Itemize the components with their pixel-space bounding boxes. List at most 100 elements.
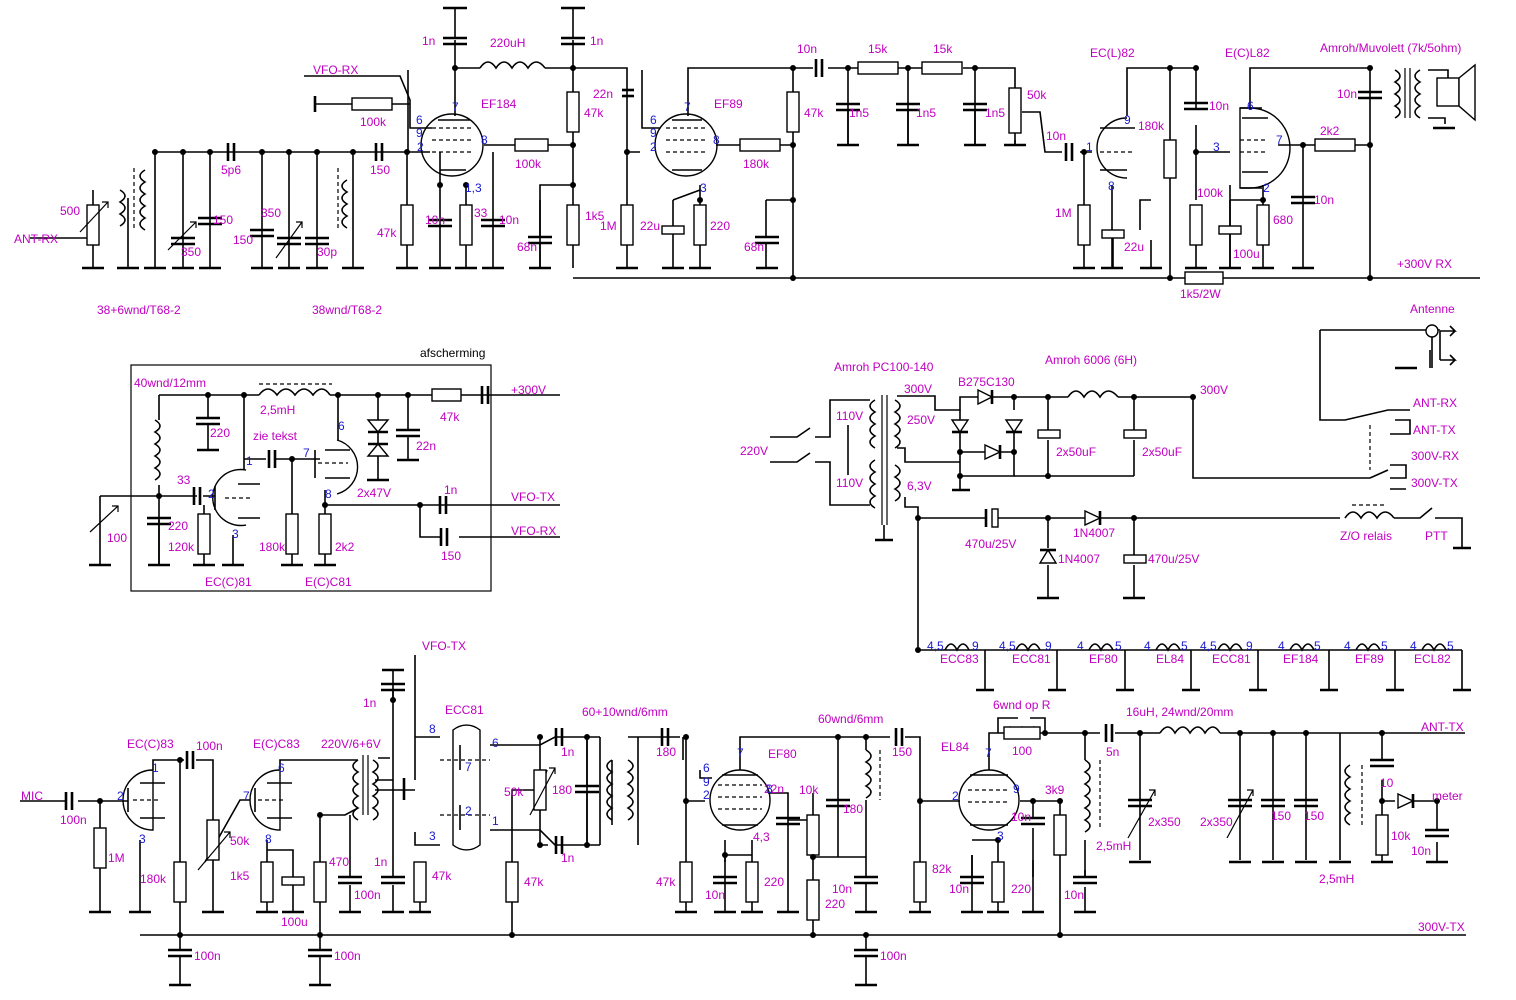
label-c22u-b: 22u: [1124, 240, 1144, 254]
label-r82k: 82k: [932, 862, 952, 876]
label-r680: 680: [1273, 213, 1293, 227]
label-r1k5-2w: 1k5/2W: [1180, 287, 1221, 301]
label-c10n-g: 10n: [1314, 193, 1334, 207]
label-ef89-a: EF89: [714, 97, 743, 111]
pin-number: 8: [481, 133, 488, 147]
label-c1n5-b: 1n5: [916, 106, 936, 120]
label-v220: 220V: [740, 444, 768, 458]
label-c2x350-a: 2x350: [1148, 815, 1181, 829]
pin-number: 4,5: [1200, 639, 1217, 653]
label-r3k9: 3k9: [1045, 783, 1065, 797]
pin-number: 2: [465, 804, 472, 818]
label-ecc81-tx: ECC81: [445, 703, 484, 717]
label-c2x47v: 2x47V: [357, 486, 391, 500]
label-ant-rx-out: ANT-RX: [1413, 396, 1457, 410]
label-r2k2-a: 2k2: [1320, 124, 1340, 138]
pin-number: 2: [1263, 181, 1270, 195]
label-meter: meter: [1432, 789, 1463, 803]
pin-number: 8: [766, 782, 773, 796]
label-c1n5-a: 1n5: [849, 106, 869, 120]
pin-number: 2: [952, 789, 959, 803]
pin-number: 4,5: [927, 639, 944, 653]
label-c2x50uf-b: 2x50uF: [1142, 445, 1182, 459]
pin-number: 4,5: [999, 639, 1016, 653]
pin-number: 1: [1086, 140, 1093, 154]
label-c180-c: 180: [843, 802, 863, 816]
pin-number: 3: [429, 829, 436, 843]
label-c470u-a: 470u/25V: [965, 537, 1016, 551]
label-r180k-a: 180k: [743, 157, 770, 171]
label-l16uh: 16uH, 24wnd/20mm: [1126, 705, 1233, 719]
label-p50k-a: 50k: [1027, 88, 1047, 102]
label-r100k-c: 100k: [1197, 186, 1224, 200]
label-vfo-tx-in: VFO-TX: [422, 639, 466, 653]
label-r220-b: 220: [764, 875, 784, 889]
label-v6-3: 6,3V: [907, 479, 932, 493]
pin-number: 5: [1115, 639, 1122, 653]
label-amroh-6006: Amroh 6006 (6H): [1045, 353, 1137, 367]
pin-number: 1: [492, 814, 499, 828]
pin-number: 8: [1108, 179, 1115, 193]
label-c68n-b: 68n: [744, 240, 764, 254]
label-r1m-b: 1M: [1055, 206, 1072, 220]
label-r100-a: 100: [1012, 744, 1032, 758]
label-heater-ecl82: ECL82: [1414, 652, 1451, 666]
label-p50k-c: 50k: [230, 834, 250, 848]
label-c10n-b: 10n: [1209, 99, 1229, 113]
label-antenne: Antenne: [1410, 302, 1455, 316]
label-v300-a: 300V: [904, 382, 932, 396]
label-c10n-i: 10n: [1411, 844, 1431, 858]
label-r1m-c: 1M: [108, 851, 125, 865]
label-ecc83-b: E(C)C83: [253, 737, 300, 751]
pin-number: 7: [452, 100, 459, 114]
vfo-section: [89, 364, 560, 592]
label-c150-a: 150: [213, 213, 233, 227]
label-c350-a: 350: [181, 245, 201, 259]
label-b300v-rx: +300V RX: [1397, 257, 1452, 271]
label-amroh-pc: Amroh PC100-140: [834, 360, 934, 374]
label-coil-b: 38wnd/T68-2: [312, 303, 382, 317]
label-ecc81-osc: EC(C)81: [205, 575, 252, 589]
pin-number: 5: [1314, 639, 1321, 653]
pin-number: 3: [139, 832, 146, 846]
label-v300-b: 300V: [1200, 383, 1228, 397]
pin-number: 8: [713, 133, 720, 147]
label-c1n-f: 1n: [561, 851, 574, 865]
label-b300v-tx: 300V-TX: [1418, 920, 1465, 934]
label-c220-b: 220: [168, 519, 188, 533]
label-c100n-b: 100n: [60, 813, 87, 827]
label-c10n-j: 10n: [705, 888, 725, 902]
label-c30p: 30p: [317, 245, 337, 259]
pin-number: 9: [650, 126, 657, 140]
label-c10n-k: 10n: [832, 882, 852, 896]
label-c33-a: 33: [474, 206, 488, 220]
label-heater-ecc81b: ECC81: [1212, 652, 1251, 666]
label-r47k-g: 47k: [656, 875, 676, 889]
label-c150-d: 150: [441, 549, 461, 563]
label-c100u-b: 100u: [281, 915, 308, 929]
label-ant-tx-out: ANT-TX: [1413, 423, 1456, 437]
label-r47k-a: 47k: [584, 106, 604, 120]
label-c10n-l: 10n: [949, 882, 969, 896]
pin-number: 9: [416, 126, 423, 140]
label-b275c130: B275C130: [958, 375, 1015, 389]
pin-number: 6: [278, 761, 285, 775]
label-c10n-f: 10n: [499, 213, 519, 227]
label-c1n-c: 1n: [444, 483, 457, 497]
pin-number: 3: [232, 527, 239, 541]
label-c100n-e: 100n: [334, 949, 361, 963]
label-amroh-muvolett: Amroh/Muvolett (7k/5ohm): [1320, 41, 1461, 55]
label-vfo-tx-out: VFO-TX: [511, 490, 555, 504]
label-c1n-d: 1n: [363, 696, 376, 710]
pin-number: 1,3: [465, 181, 482, 195]
pin-number: 2: [117, 789, 124, 803]
label-r220-a: 220: [710, 219, 730, 233]
pin-number: 1: [246, 454, 253, 468]
label-ecc83-a: EC(C)83: [127, 737, 174, 751]
label-r10k-a: 10k: [799, 783, 819, 797]
label-p50k-b: 50k: [504, 785, 524, 799]
label-c100-a: 100: [107, 531, 127, 545]
label-c10n-c: 10n: [1337, 87, 1357, 101]
